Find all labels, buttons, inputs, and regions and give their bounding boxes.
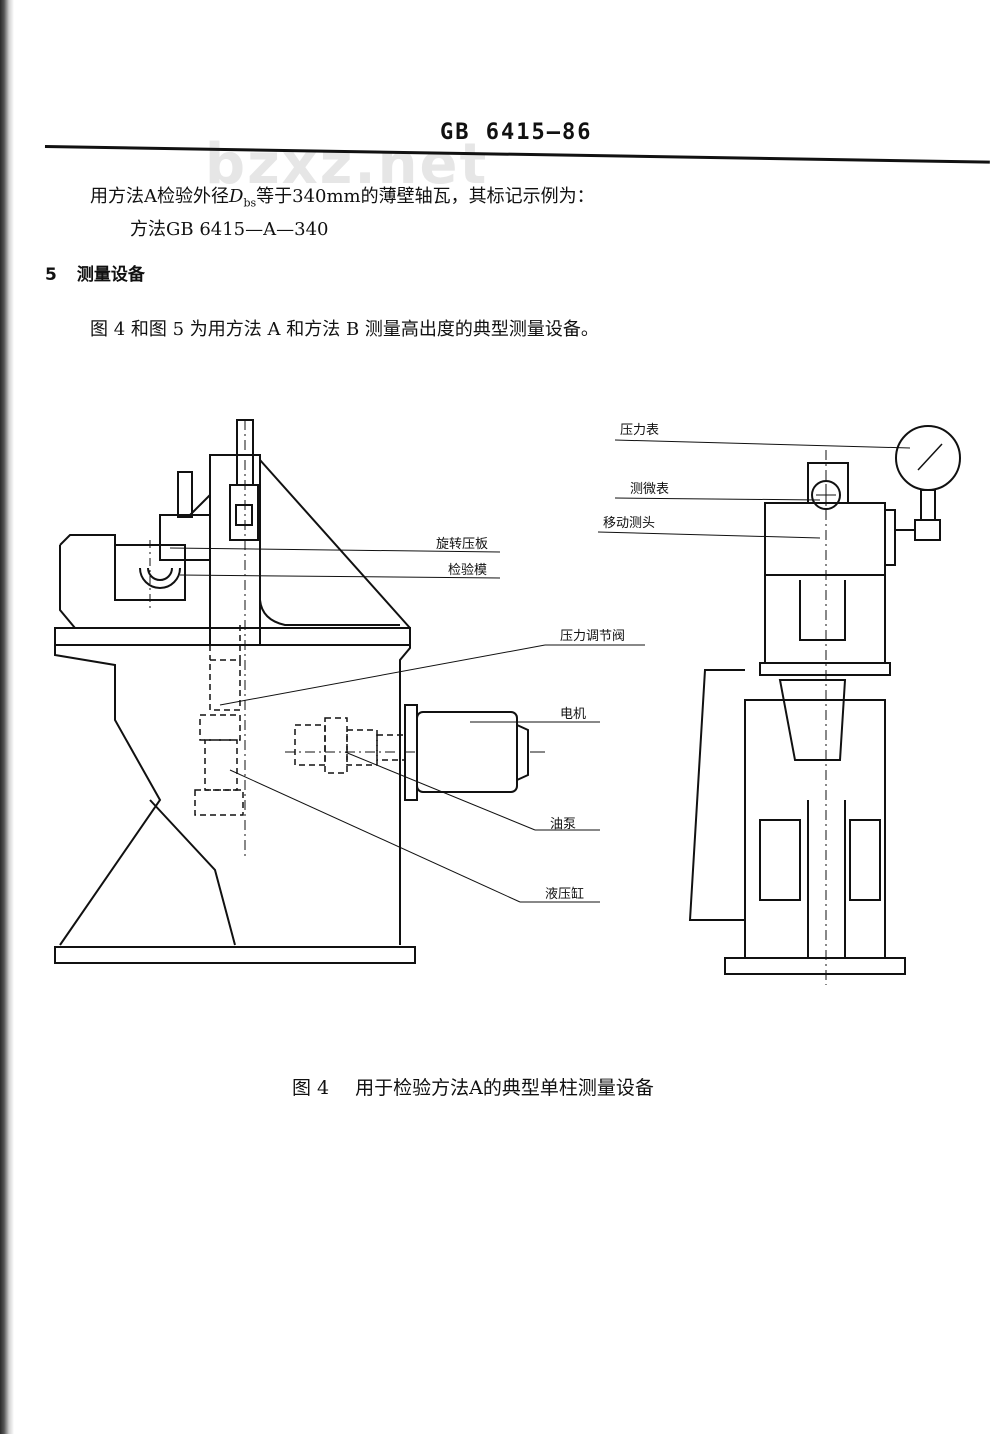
standard-code: GB 6415—86 xyxy=(440,120,593,145)
label-micrometer: 测微表 xyxy=(630,482,669,497)
section-paragraph: 图 4 和图 5 为用方法 A 和方法 B 测量高出度的典型测量设备。 xyxy=(90,319,599,340)
motor xyxy=(416,711,518,793)
figure-number: 图 4 xyxy=(292,1077,330,1099)
body-inner-line xyxy=(149,799,236,946)
scan-edge xyxy=(0,0,14,1434)
column-brace xyxy=(259,459,411,629)
clamp-rod xyxy=(177,471,193,518)
side-view-machine xyxy=(688,425,961,985)
section-heading: 5 测量设备 xyxy=(45,260,145,285)
probe-holder xyxy=(807,462,849,504)
diameter-subscript: bs xyxy=(243,196,257,210)
fixture-base xyxy=(59,545,210,629)
side-panel xyxy=(688,669,745,921)
single-column-machine xyxy=(54,419,545,964)
figure-labels: 旋转压板 检验模 压力调节阀 电机 油泵 液压缸 压力表 测微表 移动测头 xyxy=(436,423,669,902)
test-mold-bore xyxy=(139,567,181,589)
label-rotating-plate: 旋转压板 xyxy=(436,537,488,552)
label-motor: 电机 xyxy=(560,707,586,722)
side-frame xyxy=(744,699,886,958)
figure-title: 用于检验方法A的典型单柱测量设备 xyxy=(355,1077,654,1099)
line1-post: 等于340mm的薄壁轴瓦，其标记示例为： xyxy=(256,186,595,207)
rotating-plate xyxy=(159,514,211,561)
label-pressure-valve: 压力调节阀 xyxy=(560,629,625,644)
diameter-symbol: D xyxy=(229,186,244,207)
marking-example-intro: 用方法A检验外径Dbs等于340mm的薄壁轴瓦，其标记示例为： xyxy=(90,182,595,210)
line1-pre: 用方法A检验外径 xyxy=(90,186,229,207)
oil-pump xyxy=(294,717,406,774)
label-moving-probe: 移动测头 xyxy=(603,516,655,531)
base-plate xyxy=(54,946,416,964)
leader-lines-left xyxy=(169,547,645,903)
label-oil-pump: 油泵 xyxy=(550,817,576,832)
machine-body xyxy=(54,627,411,946)
hydraulic-cylinder xyxy=(194,625,244,816)
pressure-gauge-dial xyxy=(895,425,961,491)
ram-block xyxy=(229,484,259,541)
label-cylinder: 液压缸 xyxy=(545,886,584,902)
section-title: 测量设备 xyxy=(76,265,145,285)
figure-caption: 图 4 用于检验方法A的典型单柱测量设备 xyxy=(292,1073,654,1100)
side-base-plate xyxy=(724,957,906,975)
section-number: 5 xyxy=(45,265,57,285)
label-pressure-gauge: 压力表 xyxy=(620,423,659,438)
marking-example: 方法GB 6415—A—340 xyxy=(130,219,329,240)
leader-lines-right xyxy=(597,439,911,539)
label-test-mold: 检验模 xyxy=(448,562,487,578)
micrometer-dial xyxy=(811,480,841,510)
watermark: bzxz.net xyxy=(205,132,489,197)
